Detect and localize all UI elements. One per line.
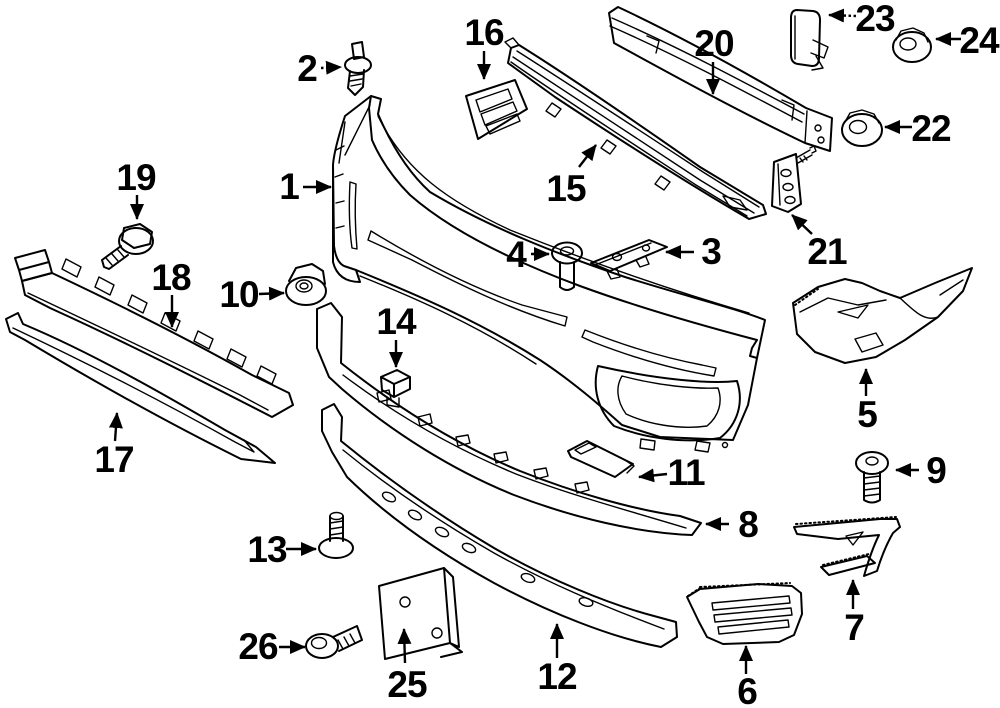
callout-label-26: 26 xyxy=(238,626,278,667)
callout-label-23: 23 xyxy=(855,0,895,39)
part-clip-14 xyxy=(380,369,411,408)
callout-layer: 1234567891011121314151617181920212223242… xyxy=(94,0,1000,708)
part-absorber xyxy=(14,249,294,418)
part-bolt-26 xyxy=(305,625,363,659)
callout-label-3: 3 xyxy=(701,231,721,272)
callout-arrow-15 xyxy=(578,144,597,168)
callout-label-5: 5 xyxy=(857,394,877,435)
part-impact-bar xyxy=(608,6,833,152)
part-grille-insert xyxy=(465,79,528,140)
callout-label-19: 19 xyxy=(116,157,156,198)
part-screw-4 xyxy=(551,241,583,291)
callout-label-10: 10 xyxy=(219,274,259,315)
callout-label-20: 20 xyxy=(694,23,734,64)
part-valance-lower xyxy=(321,403,678,648)
callout-label-25: 25 xyxy=(387,664,427,705)
part-lower-strip xyxy=(5,312,276,464)
callout-label-15: 15 xyxy=(546,168,586,209)
part-grille-bar xyxy=(504,37,767,220)
callout-label-22: 22 xyxy=(911,108,951,149)
callout-arrow-2 xyxy=(320,60,342,75)
callout-arrow-17 xyxy=(108,412,123,442)
part-side-bracket xyxy=(771,145,817,213)
part-stud-pin xyxy=(344,41,372,96)
callout-label-21: 21 xyxy=(807,231,847,272)
part-nut-24 xyxy=(892,27,932,63)
part-nut-22 xyxy=(841,109,883,147)
part-pin-13 xyxy=(318,511,354,559)
callout-label-11: 11 xyxy=(667,452,705,493)
callout-arrow-11 xyxy=(638,468,668,483)
callout-label-12: 12 xyxy=(537,656,577,697)
part-nut-10 xyxy=(285,263,327,306)
part-bumper-cover xyxy=(332,95,766,453)
callout-label-8: 8 xyxy=(738,504,758,545)
part-bracket-11 xyxy=(567,440,635,478)
part-bolt-9 xyxy=(855,451,889,504)
callout-label-17: 17 xyxy=(94,439,133,480)
part-bracket-3 xyxy=(590,239,668,280)
callout-label-6: 6 xyxy=(737,671,757,708)
callout-label-24: 24 xyxy=(959,20,1000,61)
callout-label-1: 1 xyxy=(279,166,299,207)
callout-arrow-10 xyxy=(258,286,285,301)
part-reflector xyxy=(790,9,829,71)
callout-arrow-21 xyxy=(791,214,813,235)
callout-label-13: 13 xyxy=(247,529,287,570)
part-bolt-19 xyxy=(101,223,154,270)
part-valance-upper xyxy=(316,302,702,536)
callout-label-14: 14 xyxy=(376,301,417,342)
callout-label-2: 2 xyxy=(297,48,317,89)
callout-label-9: 9 xyxy=(926,450,946,491)
callout-arrow-23 xyxy=(828,8,857,23)
part-license-bracket xyxy=(378,567,463,660)
part-fog-trim xyxy=(793,516,901,577)
callout-arrow-25 xyxy=(397,628,412,664)
part-deflector xyxy=(792,267,973,364)
callout-label-4: 4 xyxy=(506,234,527,275)
callout-label-7: 7 xyxy=(844,607,864,648)
part-fog-bezel xyxy=(686,582,803,645)
callout-label-16: 16 xyxy=(464,12,504,53)
callout-label-18: 18 xyxy=(151,257,191,298)
